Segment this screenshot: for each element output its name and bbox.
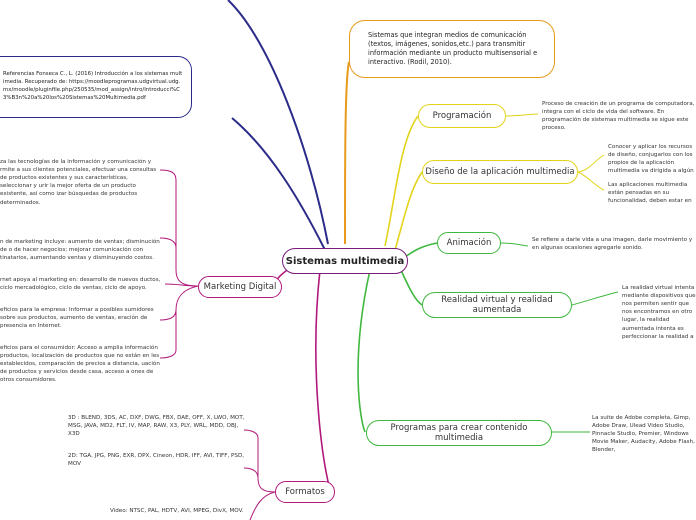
connector-marketing-bracket bbox=[159, 169, 199, 287]
topic-diseno[interactable]: Diseño de la aplicación multimedia bbox=[422, 160, 578, 184]
connector-formatos-video bbox=[249, 491, 276, 520]
marketing-note-2: n de marketing incluye: aumento de venta… bbox=[0, 239, 160, 262]
connector-realidad-note bbox=[571, 291, 619, 306]
connector-reference bbox=[231, 117, 326, 251]
connector-diseno bbox=[394, 171, 423, 251]
connector-programacion-note bbox=[504, 113, 539, 117]
topic-marketing[interactable]: Marketing Digital bbox=[198, 276, 282, 298]
connector-formatos bbox=[315, 269, 331, 491]
reference-node[interactable]: Referencias Fonseca C., L. (2016) Introd… bbox=[0, 56, 192, 118]
topic-programas-label: Programas para crear contenido multimedi… bbox=[390, 423, 528, 443]
connector-marketing-note3 bbox=[164, 283, 199, 287]
reference-text: Referencias Fonseca C., L. (2016) Introd… bbox=[3, 71, 183, 101]
connector-definition bbox=[344, 61, 350, 245]
diseno-note-2: Las aplicaciones multimedia están pensad… bbox=[608, 182, 692, 203]
formatos-note-3d: 3D : BLEND, 3DS, AC, DXF, DWG, FBX, DAE,… bbox=[68, 415, 245, 438]
marketing-note-3: rnet apoya al marketing en: desarrollo d… bbox=[0, 277, 161, 292]
connector-formatos-2d bbox=[243, 467, 259, 479]
connector-formatos-bracket bbox=[243, 429, 276, 493]
topic-realidad[interactable]: Realidad virtual y realidad aumentada bbox=[422, 292, 572, 318]
marketing-note-5: eficios para el consumidor: Acceso a amp… bbox=[0, 345, 160, 384]
connector-programacion bbox=[384, 115, 419, 247]
topic-animacion[interactable]: Animación bbox=[437, 232, 501, 254]
connector-animacion-note bbox=[499, 242, 529, 247]
topic-formatos-label: Formatos bbox=[285, 487, 325, 497]
formatos-note-video: Video: NTSC, PAL, HDTV, AVI, MPEG, DivX,… bbox=[110, 508, 244, 514]
topic-programacion[interactable]: Programación bbox=[418, 104, 506, 128]
animacion-note: Se refiere a darle vida a una imagen, da… bbox=[532, 237, 693, 252]
connector-marketing-note2 bbox=[159, 237, 177, 249]
definition-node[interactable]: Sistemas que integran medios de comunica… bbox=[349, 20, 555, 78]
connector-realidad bbox=[399, 267, 423, 306]
connector-diseno-note2 bbox=[577, 171, 605, 191]
topic-animacion-label: Animación bbox=[446, 238, 492, 248]
central-node[interactable]: Sistemas multimedia bbox=[282, 248, 408, 274]
definition-text: Sistemas que integran medios de comunica… bbox=[368, 30, 538, 67]
topic-formatos[interactable]: Formatos bbox=[275, 481, 335, 503]
connector-animacion bbox=[404, 242, 438, 258]
topic-programas[interactable]: Programas para crear contenido multimedi… bbox=[366, 420, 552, 446]
connector-diseno-note1 bbox=[577, 154, 605, 173]
topic-programacion-label: Programación bbox=[432, 111, 492, 121]
connector-top-navy bbox=[227, 0, 329, 245]
marketing-note-1: za las tecnologías de la información y c… bbox=[0, 159, 157, 206]
realidad-note: La realidad virtual intenta mediante dis… bbox=[622, 285, 696, 342]
programas-note: La suite de Adobe completa, Gimp, Adobe … bbox=[592, 415, 695, 454]
central-title: Sistemas multimedia bbox=[285, 255, 405, 267]
topic-diseno-label: Diseño de la aplicación multimedia bbox=[425, 167, 575, 177]
connector-marketing-note5 bbox=[159, 310, 177, 359]
topic-marketing-label: Marketing Digital bbox=[203, 282, 277, 292]
formatos-note-2d: 2D: TGA, JPG, PNG, EXR, DPX, Cineon, HDR… bbox=[68, 453, 245, 468]
diseno-note-1: Conocer y aplicar los recursos de diseño… bbox=[608, 144, 694, 173]
topic-realidad-label: Realidad virtual y realidad aumentada bbox=[441, 295, 553, 315]
connector-programas bbox=[357, 269, 371, 433]
programacion-note: Proceso de creación de un programa de co… bbox=[542, 101, 695, 132]
marketing-note-4: eficios para la empresa: Informar a posi… bbox=[0, 307, 154, 330]
